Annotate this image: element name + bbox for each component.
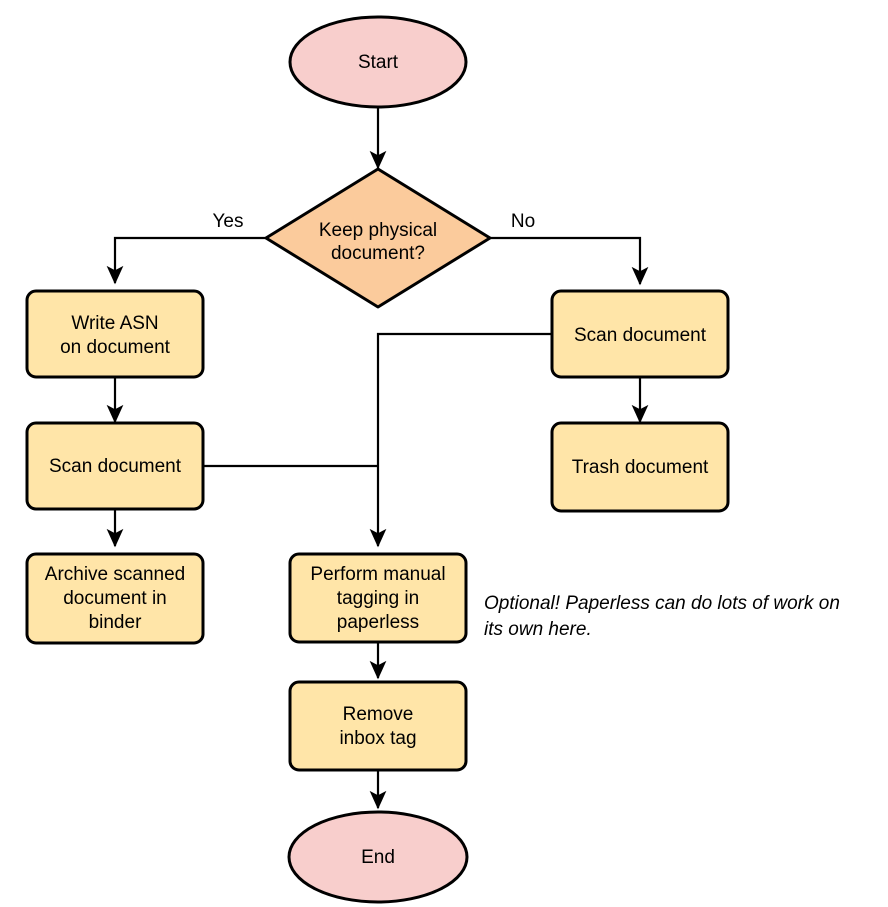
node-scan-document-right[interactable]: Scan document	[550, 289, 730, 379]
perform-manual-tagging-label-line-1: Perform manual	[310, 564, 445, 585]
edge-scan-right-to-tagging	[369, 332, 552, 548]
start-label: Start	[358, 52, 399, 73]
edge-decision-no	[490, 236, 649, 286]
annotation-line-2: its own here.	[484, 619, 592, 640]
annotation-line-1: Optional! Paperless can do lots of work …	[484, 593, 840, 614]
node-write-asn-on-document[interactable]: Write ASN on document	[25, 289, 205, 379]
edge-label-no: No	[511, 211, 535, 232]
trash-document-label: Trash document	[572, 457, 709, 478]
node-trash-document[interactable]: Trash document	[550, 421, 730, 513]
archive-scanned-label-line-2: document in	[63, 588, 167, 609]
perform-manual-tagging-rect-shape	[288, 552, 468, 644]
node-perform-manual-tagging-in-paperless[interactable]: Perform manual tagging in paperless	[288, 552, 468, 644]
edge-labels-layer: Yes No	[213, 211, 536, 232]
node-start[interactable]: Start	[288, 15, 468, 109]
edge-label-yes: Yes	[213, 211, 244, 232]
end-ellipse-shape	[287, 810, 469, 904]
remove-inbox-tag-label-line-2: inbox tag	[339, 728, 416, 749]
decision-diamond-shape	[264, 167, 492, 309]
node-end[interactable]: End	[287, 810, 469, 904]
start-ellipse-shape	[288, 15, 468, 109]
decision-label-line-1: Keep physical	[319, 220, 437, 241]
write-asn-label-line-1: Write ASN	[71, 313, 158, 334]
write-asn-label-line-2: on document	[60, 337, 171, 358]
archive-scanned-label-line-1: Archive scanned	[45, 564, 185, 585]
node-keep-physical-document[interactable]: Keep physical document?	[264, 167, 492, 309]
node-remove-inbox-tag[interactable]: Remove inbox tag	[288, 680, 468, 772]
edge-decision-yes	[106, 236, 266, 285]
remove-inbox-tag-rect-shape	[288, 680, 468, 772]
node-archive-scanned-document-in-binder[interactable]: Archive scanned document in binder	[25, 552, 205, 645]
scan-document-left-label: Scan document	[49, 456, 182, 477]
end-label: End	[361, 847, 395, 868]
scan-document-right-label: Scan document	[574, 325, 707, 346]
annotation-optional-note: Optional! Paperless can do lots of work …	[484, 593, 840, 640]
write-asn-rect-shape	[25, 289, 205, 379]
perform-manual-tagging-label-line-2: tagging in	[337, 588, 419, 609]
trash-document-rect-shape	[550, 421, 730, 513]
perform-manual-tagging-label-line-3: paperless	[337, 612, 419, 633]
remove-inbox-tag-label-line-1: Remove	[343, 704, 414, 725]
scan-document-right-rect-shape	[550, 289, 730, 379]
node-scan-document-left[interactable]: Scan document	[25, 421, 205, 511]
archive-scanned-rect-shape	[25, 552, 205, 645]
decision-label-line-2: document?	[331, 243, 425, 264]
edges-layer	[106, 103, 649, 810]
archive-scanned-label-line-3: binder	[89, 612, 142, 633]
scan-document-left-rect-shape	[25, 421, 205, 511]
